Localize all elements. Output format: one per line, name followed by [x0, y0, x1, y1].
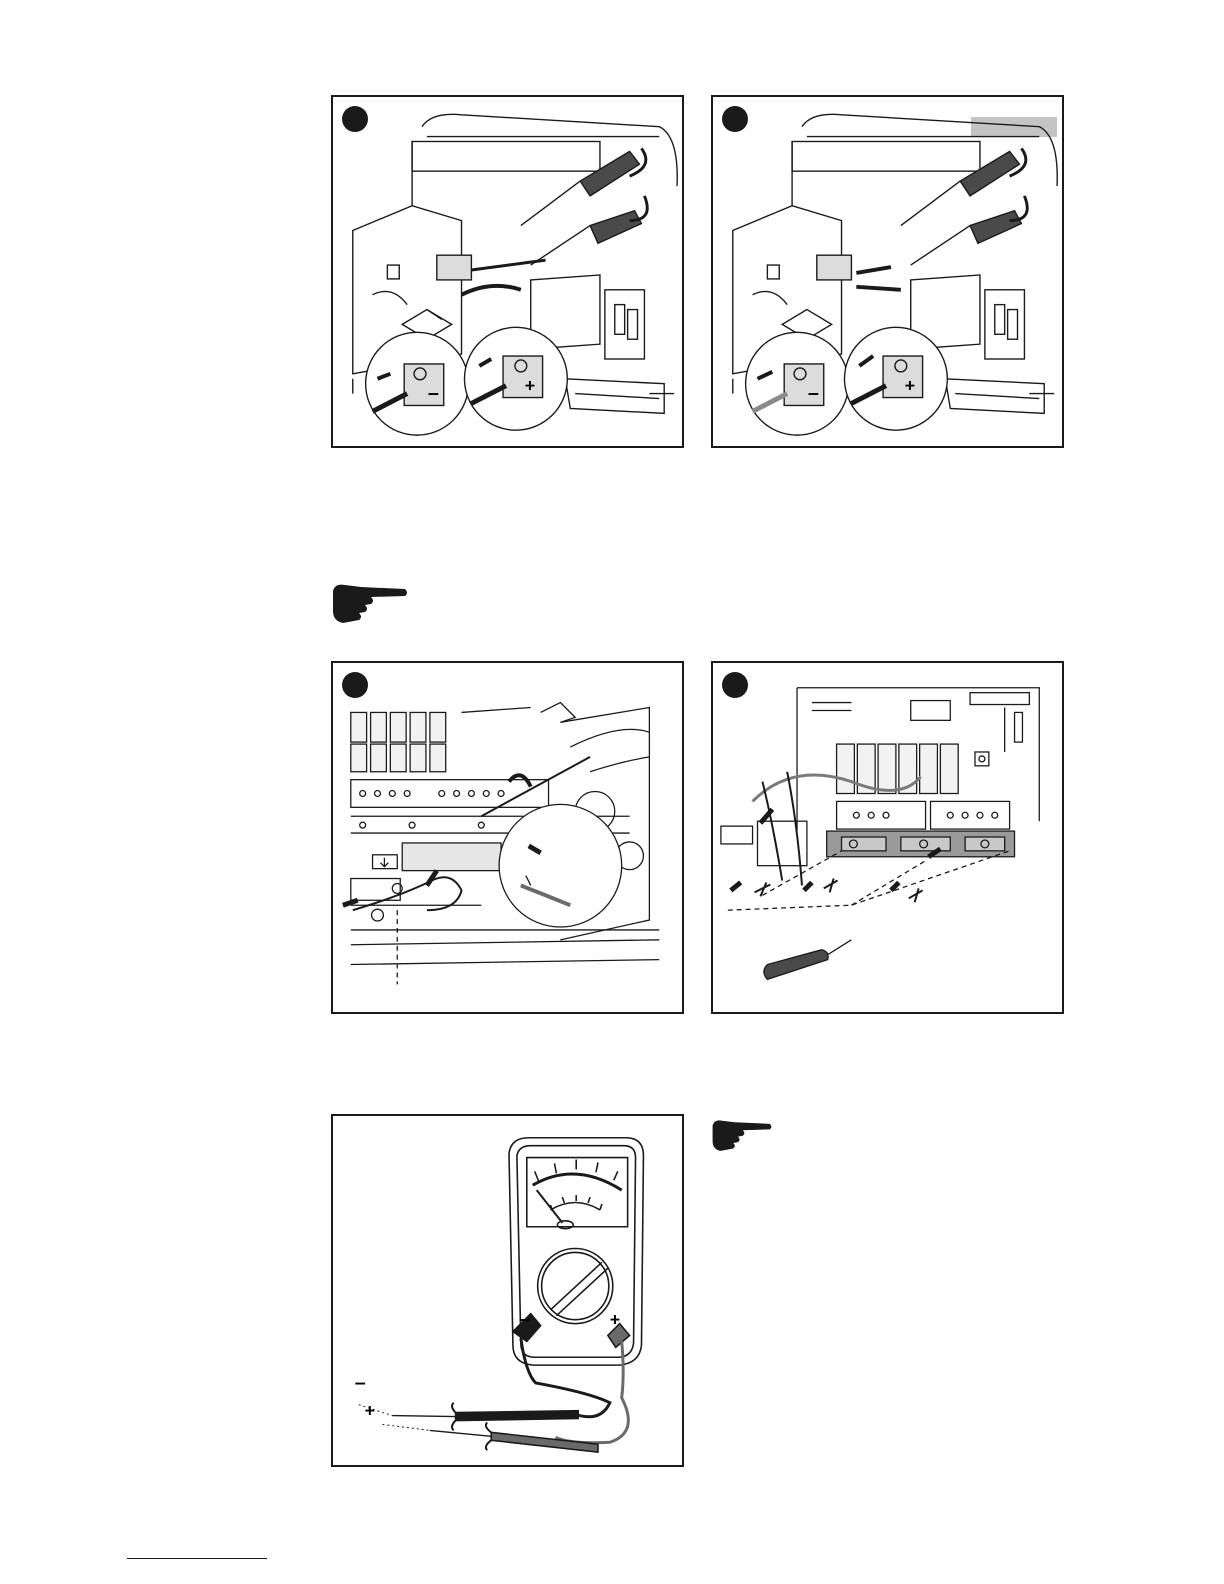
minus-mark: – [428, 383, 439, 405]
figure-2-drawing: – + [713, 97, 1062, 446]
plus-jack-mark: + [610, 1310, 620, 1330]
figure-1-panel: – + [331, 95, 684, 448]
plus-mark: + [905, 376, 915, 396]
figure-4-drawing [713, 663, 1062, 1012]
figure-5-drawing: – + – + [333, 1116, 682, 1465]
figure-5-panel: – + – + [331, 1114, 684, 1467]
figure-4-panel [711, 661, 1064, 1014]
figure-3-panel [331, 661, 684, 1014]
plus-probe-mark: + [365, 1401, 375, 1421]
minus-probe-mark: – [355, 1372, 366, 1394]
minus-jack-mark: – [519, 1309, 530, 1331]
footer-rule [127, 1558, 267, 1559]
minus-mark: – [808, 383, 819, 405]
pointing-hand-icon [331, 581, 409, 625]
pointing-hand-icon [711, 1117, 773, 1153]
figure-2-panel: – + [711, 95, 1064, 448]
figure-3-drawing [333, 663, 682, 1012]
plus-mark: + [525, 376, 535, 396]
figure-1-drawing: – + [333, 97, 682, 446]
